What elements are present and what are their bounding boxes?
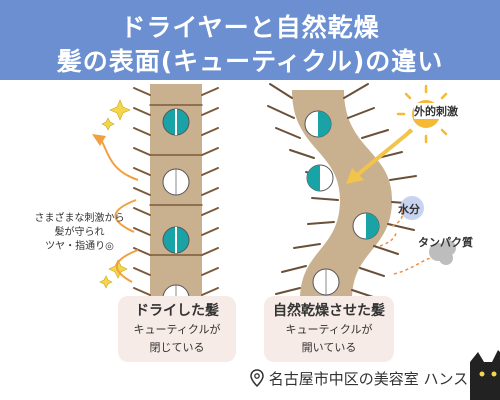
note-line-2: 髪が守られ xyxy=(54,227,105,238)
protein-label: タンパク質 xyxy=(418,236,473,249)
natural-dried-hair-strand xyxy=(267,83,419,300)
dried-hair-strand xyxy=(133,84,219,314)
deflect-arrow xyxy=(92,134,139,283)
note-line-3: ツヤ・指通り◎ xyxy=(45,241,114,252)
hair-core-markers-open xyxy=(304,110,380,296)
natural-hair-desc-2: 開いている xyxy=(301,341,357,354)
protein-cloud-icon xyxy=(429,240,456,265)
title-line-2: 髪の表面(キューティクル)の違い xyxy=(56,47,444,76)
cat-logo-icon xyxy=(470,350,500,400)
dried-hair-desc-1: キューティクルが xyxy=(133,323,221,336)
salon-name: 名古屋市中区の美容室 ハンス xyxy=(268,370,469,388)
water-drop-icon xyxy=(400,196,424,220)
natural-hair-title: 自然乾燥させた髪 xyxy=(273,303,385,319)
natural-hair-desc-1: キューティクルが xyxy=(285,323,373,336)
external-stimulus-label: 外的刺激 xyxy=(414,103,458,119)
location-pin-icon xyxy=(250,369,264,388)
title-line-1: ドライヤーと自然乾燥 xyxy=(120,13,380,42)
footer-salon: 名古屋市中区の美容室 ハンス xyxy=(250,368,468,389)
dried-hair-title: ドライした髪 xyxy=(135,303,219,319)
sparkle-icon xyxy=(99,99,131,289)
dried-hair-label-box: ドライした髪 キューティクルが 閉じている xyxy=(118,296,236,362)
note-line-1: さまざまな刺激から xyxy=(34,213,125,224)
header-banner: ドライヤーと自然乾燥 髪の表面(キューティクル)の違い xyxy=(0,0,500,80)
water-label: 水分 xyxy=(398,203,420,216)
hair-illustration xyxy=(92,83,500,400)
dried-hair-desc-2: 閉じている xyxy=(149,341,205,354)
left-note: さまざまな刺激から 髪が守られ ツヤ・指通り◎ xyxy=(12,212,147,254)
external-stimulus-arrow xyxy=(346,128,414,184)
loss-arrows xyxy=(379,209,431,275)
natural-hair-label-box: 自然乾燥させた髪 キューティクルが 開いている xyxy=(264,296,394,362)
